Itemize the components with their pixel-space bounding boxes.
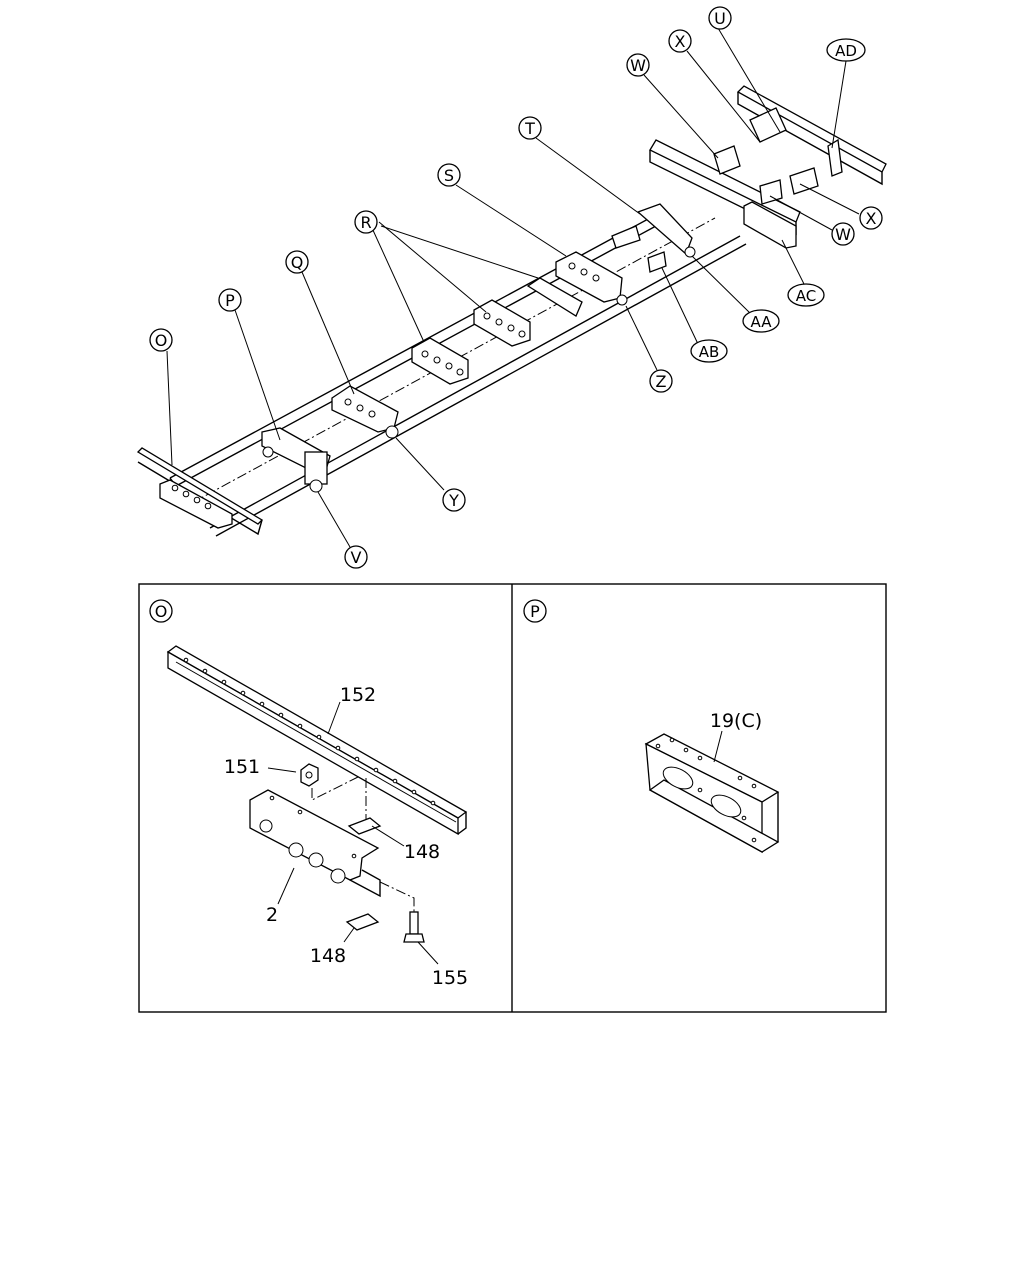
svg-text:W: W [835,225,851,244]
callout-Y: Y [442,488,466,512]
callout-W-right: W [831,222,855,246]
part-151-nut [300,763,319,787]
detail-panel-O: O 152 151 [149,599,468,989]
callout-Z: Z [649,369,673,393]
callout-O: O [149,328,173,352]
callout-AC: AC [787,283,825,307]
part-number-148-lower: 148 [310,945,346,967]
part-2-bracket [249,789,381,898]
panel-label-O: O [155,602,168,621]
svg-text:V: V [351,548,362,567]
callout-U: U [708,6,732,30]
part-number-155: 155 [432,967,468,989]
callout-T: T [518,116,542,140]
part-155-bolt [403,911,425,943]
detail-panels [138,583,887,1013]
callout-AD: AD [826,38,866,62]
part-number-148-upper: 148 [404,841,440,863]
svg-text:X: X [866,209,877,228]
leader-lines [166,27,860,548]
part-19c-bracket [644,733,780,854]
svg-text:AA: AA [751,313,773,331]
svg-text:R: R [360,213,371,232]
callout-X-right: X [859,206,883,230]
part-152-rail [166,645,468,836]
panel-label-P: P [530,602,540,621]
svg-text:W: W [630,56,646,75]
part-148-shim-lower [345,913,380,931]
part-number-2: 2 [266,904,278,926]
chassis-frame [136,85,887,537]
callout-AB: AB [690,339,728,363]
callout-P: P [218,288,242,312]
callout-S: S [437,163,461,187]
svg-text:T: T [524,119,535,138]
svg-text:Z: Z [656,372,667,391]
svg-text:S: S [444,166,454,185]
svg-text:AD: AD [835,42,857,60]
callout-Q: Q [285,250,309,274]
svg-text:Y: Y [448,491,459,510]
detail-panel-P: P 19(C) [523,599,780,854]
part-number-19c: 19(C) [710,710,762,732]
svg-text:Q: Q [291,253,304,272]
part-number-152: 152 [340,684,376,706]
svg-text:AC: AC [796,287,816,305]
part-number-151: 151 [224,756,260,778]
svg-text:AB: AB [699,343,720,361]
svg-text:U: U [714,9,726,28]
part-148-shim-upper [347,817,382,835]
callout-X-top: X [668,29,692,53]
callout-W-top: W [626,53,650,77]
svg-text:P: P [225,291,235,310]
svg-text:O: O [155,331,168,350]
callout-AA: AA [742,309,780,333]
callout-R: R [354,210,378,234]
callout-V: V [344,545,368,569]
svg-text:X: X [675,32,686,51]
